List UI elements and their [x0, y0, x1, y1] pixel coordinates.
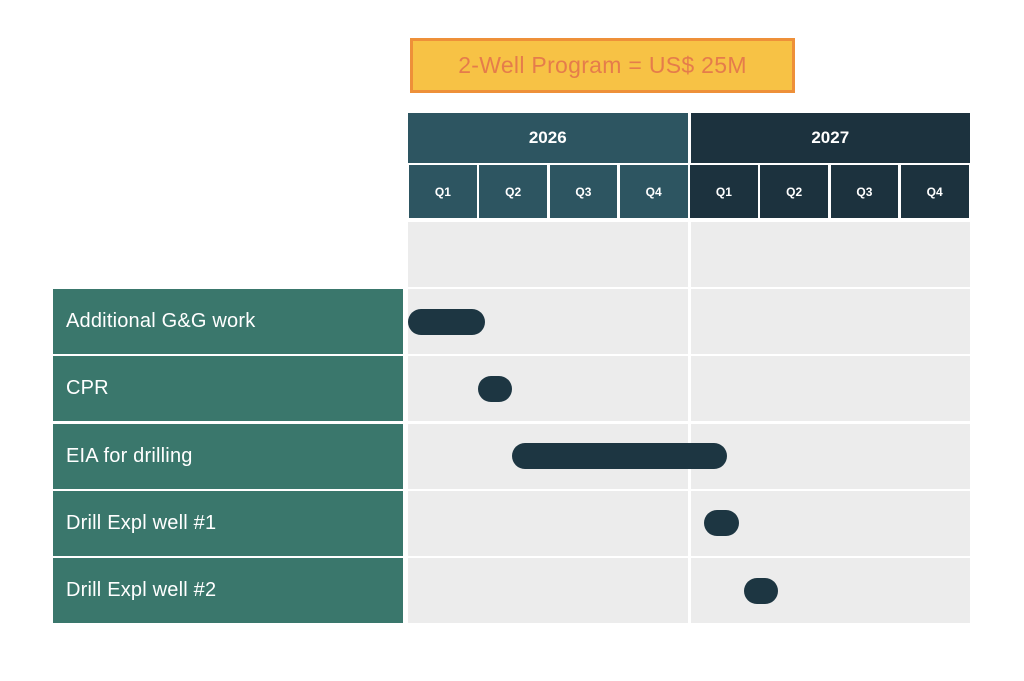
grid-row-2-seg-2026	[408, 356, 688, 422]
grid-row-4-seg-2026	[408, 490, 688, 556]
task-label-drill-expl-well-2: Drill Expl well #2	[53, 558, 403, 623]
milestone-dot-drill-expl-well-2	[744, 577, 779, 604]
task-label-drill-expl-well-1: Drill Expl well #1	[53, 490, 403, 556]
grid-row-0-seg-2026	[408, 222, 688, 287]
year-header-2026: 2026	[408, 113, 688, 163]
task-label-cpr: CPR	[53, 356, 403, 422]
quarter-header-2027-q3: Q3	[830, 165, 899, 218]
quarter-header-2027-q1: Q1	[690, 165, 758, 218]
task-bar-eia-for-drilling	[511, 443, 727, 470]
quarter-header-2026-q2: Q2	[479, 165, 547, 218]
quarter-header-2026-q3: Q3	[549, 165, 618, 218]
milestone-dot-cpr	[478, 375, 512, 402]
grid-row-2-seg-2027	[690, 356, 970, 422]
program-cost-banner: 2-Well Program = US$ 25M	[410, 38, 795, 93]
task-label-additional-g-g-work: Additional G&G work	[53, 289, 403, 355]
quarter-header-2027-q4: Q4	[900, 165, 969, 218]
grid-row-5-seg-2027	[690, 558, 970, 623]
milestone-dot-drill-expl-well-1	[704, 510, 739, 537]
quarter-header-2026-q4: Q4	[619, 165, 688, 218]
year-header-2027: 2027	[690, 113, 970, 163]
grid-row-5-seg-2026	[408, 558, 688, 623]
task-label-eia-for-drilling: EIA for drilling	[53, 423, 403, 489]
grid-row-0-seg-2027	[690, 222, 970, 287]
quarter-header-2026-q1: Q1	[409, 165, 477, 218]
grid-row-1-seg-2027	[690, 289, 970, 355]
grid-row-3-seg-2027	[690, 423, 970, 489]
task-bar-additional-g-g-work	[408, 308, 486, 335]
quarter-header-2027-q2: Q2	[760, 165, 828, 218]
